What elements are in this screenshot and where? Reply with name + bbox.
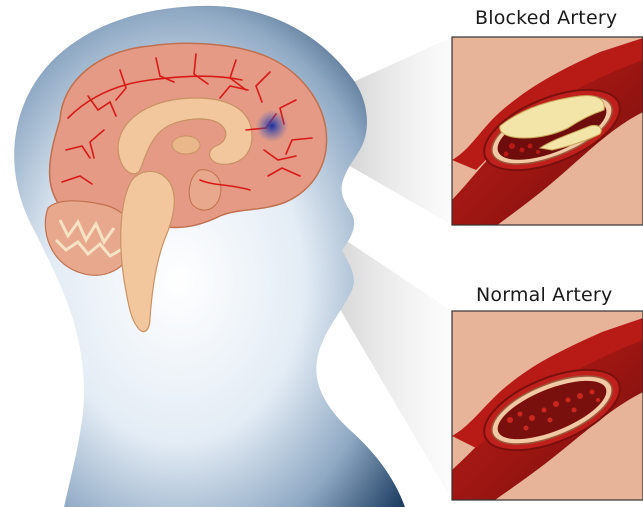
blocked-artery-panel [452, 37, 643, 240]
blocked-artery-label: Blocked Artery [475, 7, 617, 29]
brain-cortex [50, 43, 327, 227]
thalamus [172, 136, 200, 154]
inner-lobe [189, 170, 221, 210]
normal-artery-panel [452, 311, 643, 507]
clot-spot [256, 110, 288, 142]
normal-artery-label: Normal Artery [476, 284, 612, 306]
